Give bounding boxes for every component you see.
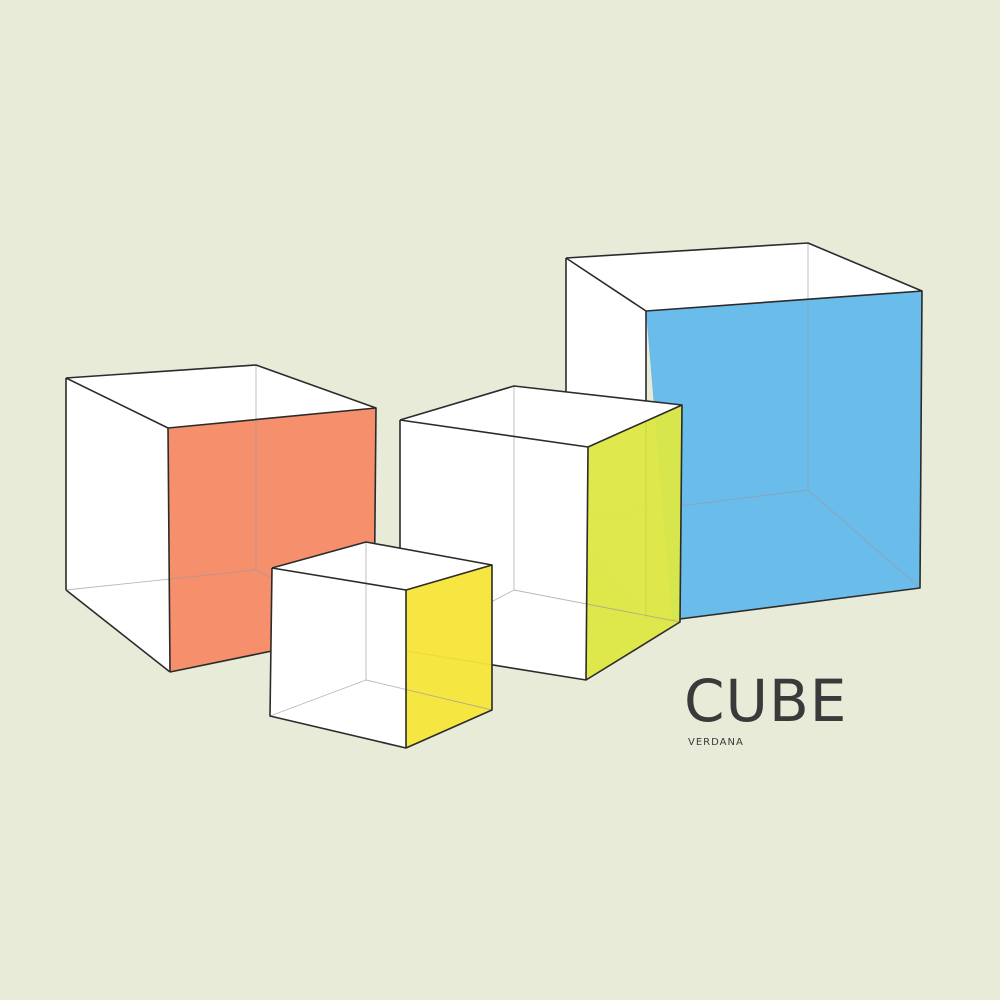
- title-text: CUBE: [684, 667, 848, 735]
- lime-cube-right-face: [586, 405, 682, 680]
- yellow-cube: [269, 541, 493, 749]
- blue-cube-front-face: [646, 291, 922, 620]
- yellow-cube-right-face: [406, 565, 492, 748]
- font-name-text: VERDANA: [688, 737, 744, 748]
